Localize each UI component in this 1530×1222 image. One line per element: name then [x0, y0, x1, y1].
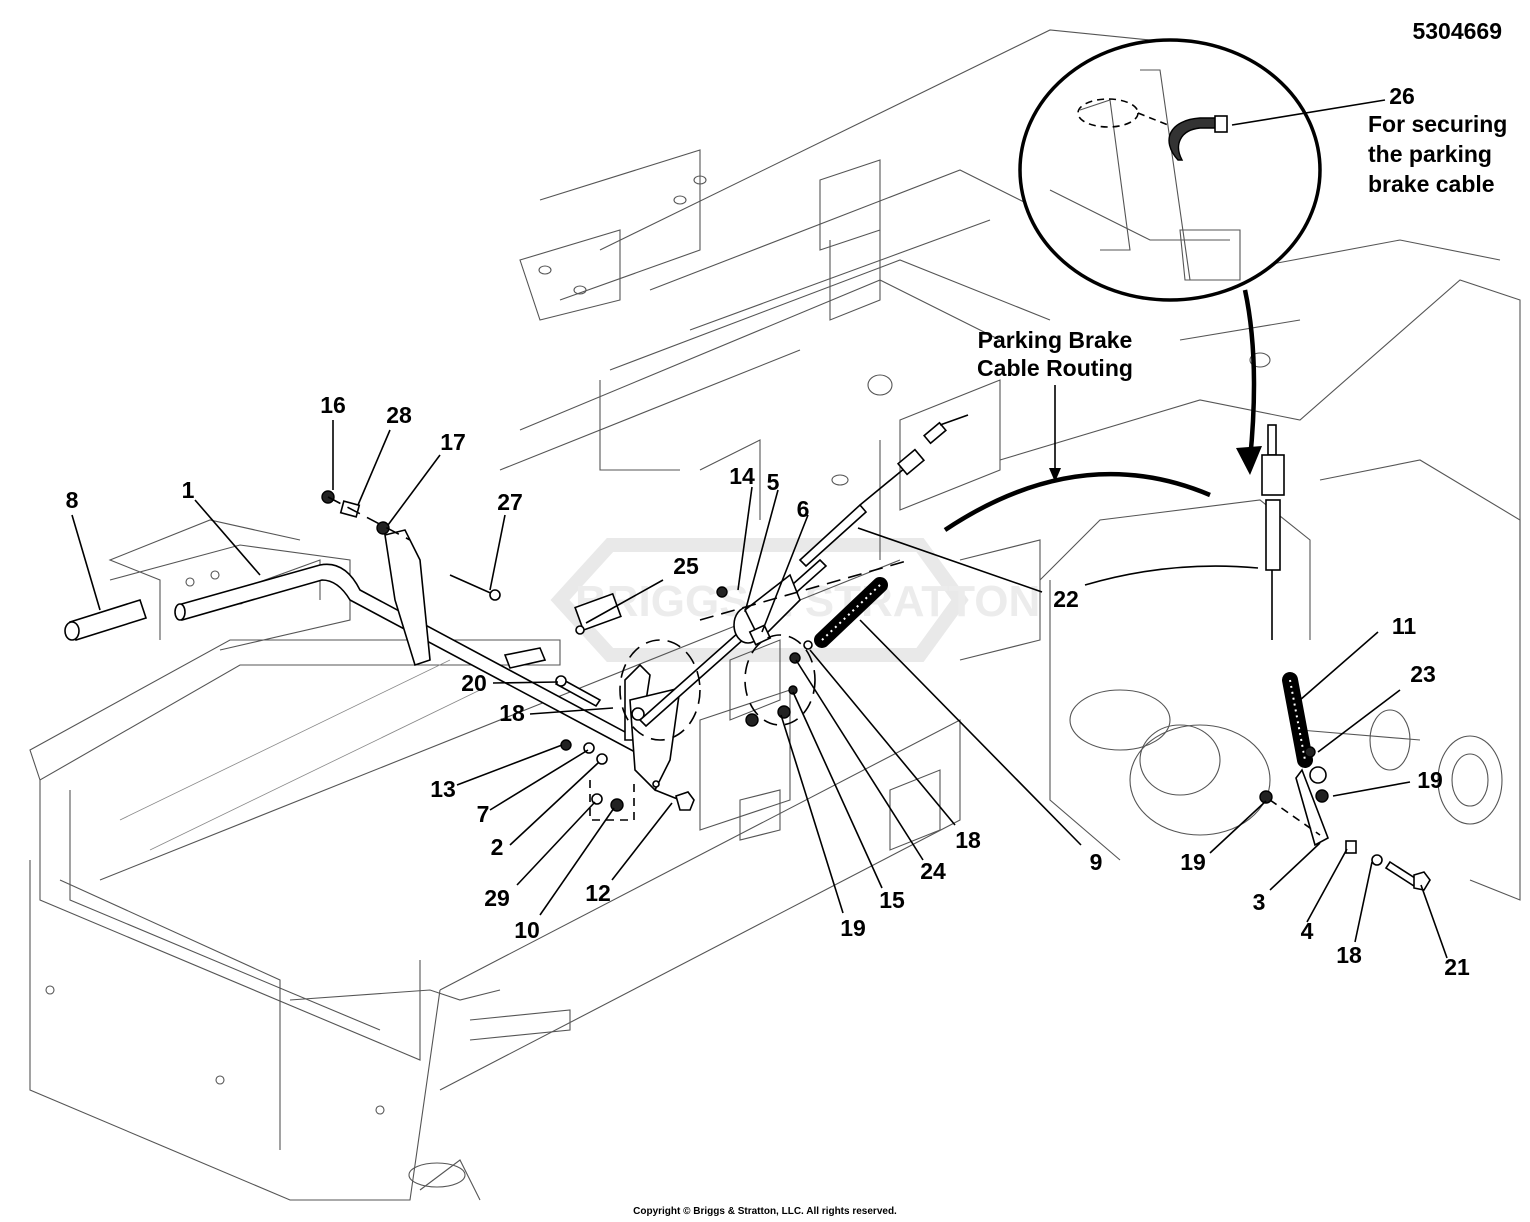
routing-callout: Parking Brake Cable Routing [977, 327, 1133, 381]
part-label: 19 [840, 915, 866, 941]
leader-lines [71, 99, 1448, 959]
detail-note-line-3: brake cable [1368, 171, 1495, 197]
part-label: 23 [1410, 661, 1436, 687]
detail-note-line-1: For securing [1368, 111, 1507, 137]
part-label: 10 [514, 917, 540, 943]
document-id: 5304669 [1412, 18, 1502, 44]
part-label: 21 [1444, 954, 1470, 980]
part-label: 4 [1301, 918, 1314, 944]
part-label: 6 [797, 496, 810, 522]
part-label: 19 [1417, 767, 1443, 793]
part-label: 9 [1090, 849, 1103, 875]
part-label: 18 [955, 827, 981, 853]
detail-inset [1018, 38, 1322, 475]
part-label: 12 [585, 880, 611, 906]
part-label: 20 [461, 670, 487, 696]
cable-routing-path [943, 471, 1211, 532]
detail-note: For securing the parking brake cable [1368, 111, 1507, 197]
part-label: 5 [767, 469, 780, 495]
part-label: 8 [66, 487, 79, 513]
part-label: 26 [1389, 83, 1415, 109]
part-number-labels: 8 1 16 28 17 27 14 5 6 25 20 18 13 7 2 2… [66, 83, 1470, 980]
part-label: 13 [430, 776, 456, 802]
part-label: 22 [1053, 586, 1079, 612]
handle-grip [64, 599, 148, 641]
part-label: 11 [1392, 613, 1417, 639]
part-label: 14 [729, 463, 755, 489]
part-label: 18 [499, 700, 525, 726]
routing-callout-line-2: Cable Routing [977, 355, 1133, 381]
brake-spring [814, 577, 888, 648]
copyright-notice: Copyright © Briggs & Stratton, LLC. All … [633, 1206, 897, 1217]
part-label: 24 [920, 858, 946, 884]
detail-note-line-2: the parking [1368, 141, 1492, 167]
part-label: 7 [477, 801, 490, 827]
part-label: 16 [320, 392, 346, 418]
part-label: 29 [484, 885, 510, 911]
mower-frame [29, 29, 1521, 1201]
part-label: 27 [497, 489, 523, 515]
routing-callout-line-1: Parking Brake [978, 327, 1133, 353]
part-label: 28 [386, 402, 412, 428]
left-bracket [384, 529, 431, 667]
part-label: 2 [491, 834, 504, 860]
part-label: 17 [440, 429, 466, 455]
part-label: 25 [673, 553, 699, 579]
parts [64, 414, 1431, 891]
part-label: 18 [1336, 942, 1362, 968]
part-label: 15 [879, 887, 905, 913]
part-label: 1 [182, 477, 195, 503]
part-label: 19 [1180, 849, 1206, 875]
watermark-text: BRIGGS & STRATTON [575, 577, 1040, 626]
part-label: 3 [1253, 889, 1266, 915]
